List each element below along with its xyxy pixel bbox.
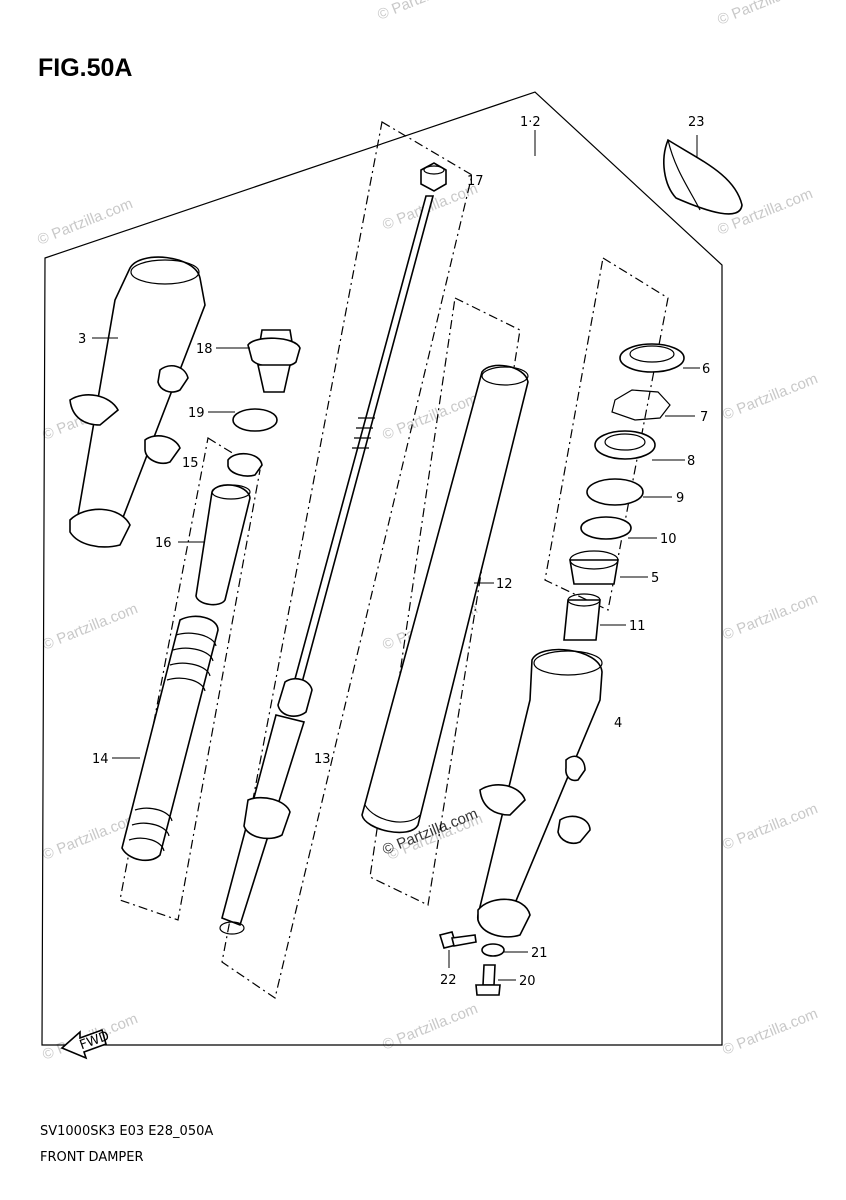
dust-seal-part[interactable]: [619, 343, 685, 373]
diagram-caption: FRONT DAMPER: [40, 1150, 144, 1165]
label-8[interactable]: 8: [687, 454, 695, 469]
label-3[interactable]: 3: [78, 332, 86, 347]
watermark-text: © Partzilla.com: [35, 195, 135, 249]
label-22[interactable]: 22: [440, 973, 457, 988]
label-9[interactable]: 9: [676, 491, 684, 506]
lower-bushing-part[interactable]: [563, 593, 601, 641]
seal-stack-frame: [544, 257, 669, 611]
spring-seat-part[interactable]: [227, 452, 263, 477]
spacer-tube-part[interactable]: [195, 484, 251, 606]
model-code: SV1000SK3 E03 E28_050A: [40, 1124, 214, 1139]
label-21[interactable]: 21: [531, 946, 548, 961]
watermark-text: © Partzilla.com: [720, 590, 820, 644]
fork-spring-part[interactable]: [121, 615, 219, 862]
label-17[interactable]: 17: [467, 174, 484, 189]
label-18[interactable]: 18: [196, 342, 213, 357]
washer-part[interactable]: [481, 943, 505, 957]
watermark-text: © Partzilla.com: [375, 0, 475, 24]
label-5[interactable]: 5: [651, 571, 659, 586]
inner-tube-part[interactable]: [361, 364, 529, 834]
label-20[interactable]: 20: [519, 974, 536, 989]
label-10[interactable]: 10: [660, 532, 677, 547]
label-15[interactable]: 15: [182, 456, 199, 471]
guide-bushing-part[interactable]: [580, 516, 632, 540]
watermark-text: © Partzilla.com: [715, 0, 815, 29]
slide-bushing-part[interactable]: [569, 550, 619, 585]
damper-rod-frame: [221, 121, 473, 999]
label-14[interactable]: 14: [92, 752, 109, 767]
label-7[interactable]: 7: [700, 410, 708, 425]
figure-title: FIG.50A: [38, 54, 133, 82]
watermark-text: © Partzilla.com: [720, 800, 820, 854]
label-1-2[interactable]: 1·2: [520, 115, 541, 130]
leader-lines: [92, 135, 700, 981]
label-16[interactable]: 16: [155, 536, 172, 551]
watermark-text: © Partzilla.com: [720, 1005, 820, 1059]
label-19[interactable]: 19: [188, 406, 205, 421]
left-outer-tube-part[interactable]: [69, 256, 206, 548]
oil-seal-retainer-part[interactable]: [586, 478, 644, 506]
damper-rod-part[interactable]: [219, 195, 435, 935]
watermark-text: © Partzilla.com: [40, 600, 140, 654]
label-4[interactable]: 4: [614, 716, 622, 731]
right-outer-tube-part[interactable]: [477, 648, 603, 938]
part-labels: 1·2 23 17 3 18 19 15 16 6 7 8 9 10 5 11 …: [78, 115, 710, 989]
watermark-text: © Partzilla.com: [380, 1000, 480, 1054]
snap-ring-part[interactable]: [611, 389, 671, 421]
drain-bolt-part[interactable]: [475, 964, 501, 996]
oil-seal-part[interactable]: [594, 430, 656, 460]
label-23[interactable]: 23: [688, 115, 705, 130]
adjuster-part[interactable]: [247, 329, 301, 393]
clamp-band-part[interactable]: [663, 138, 743, 215]
o-ring-part[interactable]: [232, 408, 278, 432]
label-11[interactable]: 11: [629, 619, 646, 634]
assembly-outline: [41, 91, 723, 1046]
label-13[interactable]: 13: [314, 752, 331, 767]
bolt-part[interactable]: [438, 931, 477, 949]
label-6[interactable]: 6: [702, 362, 710, 377]
watermark-text: © Partzilla.com: [720, 370, 820, 424]
nut-part[interactable]: [420, 162, 447, 192]
label-12[interactable]: 12: [496, 577, 513, 592]
